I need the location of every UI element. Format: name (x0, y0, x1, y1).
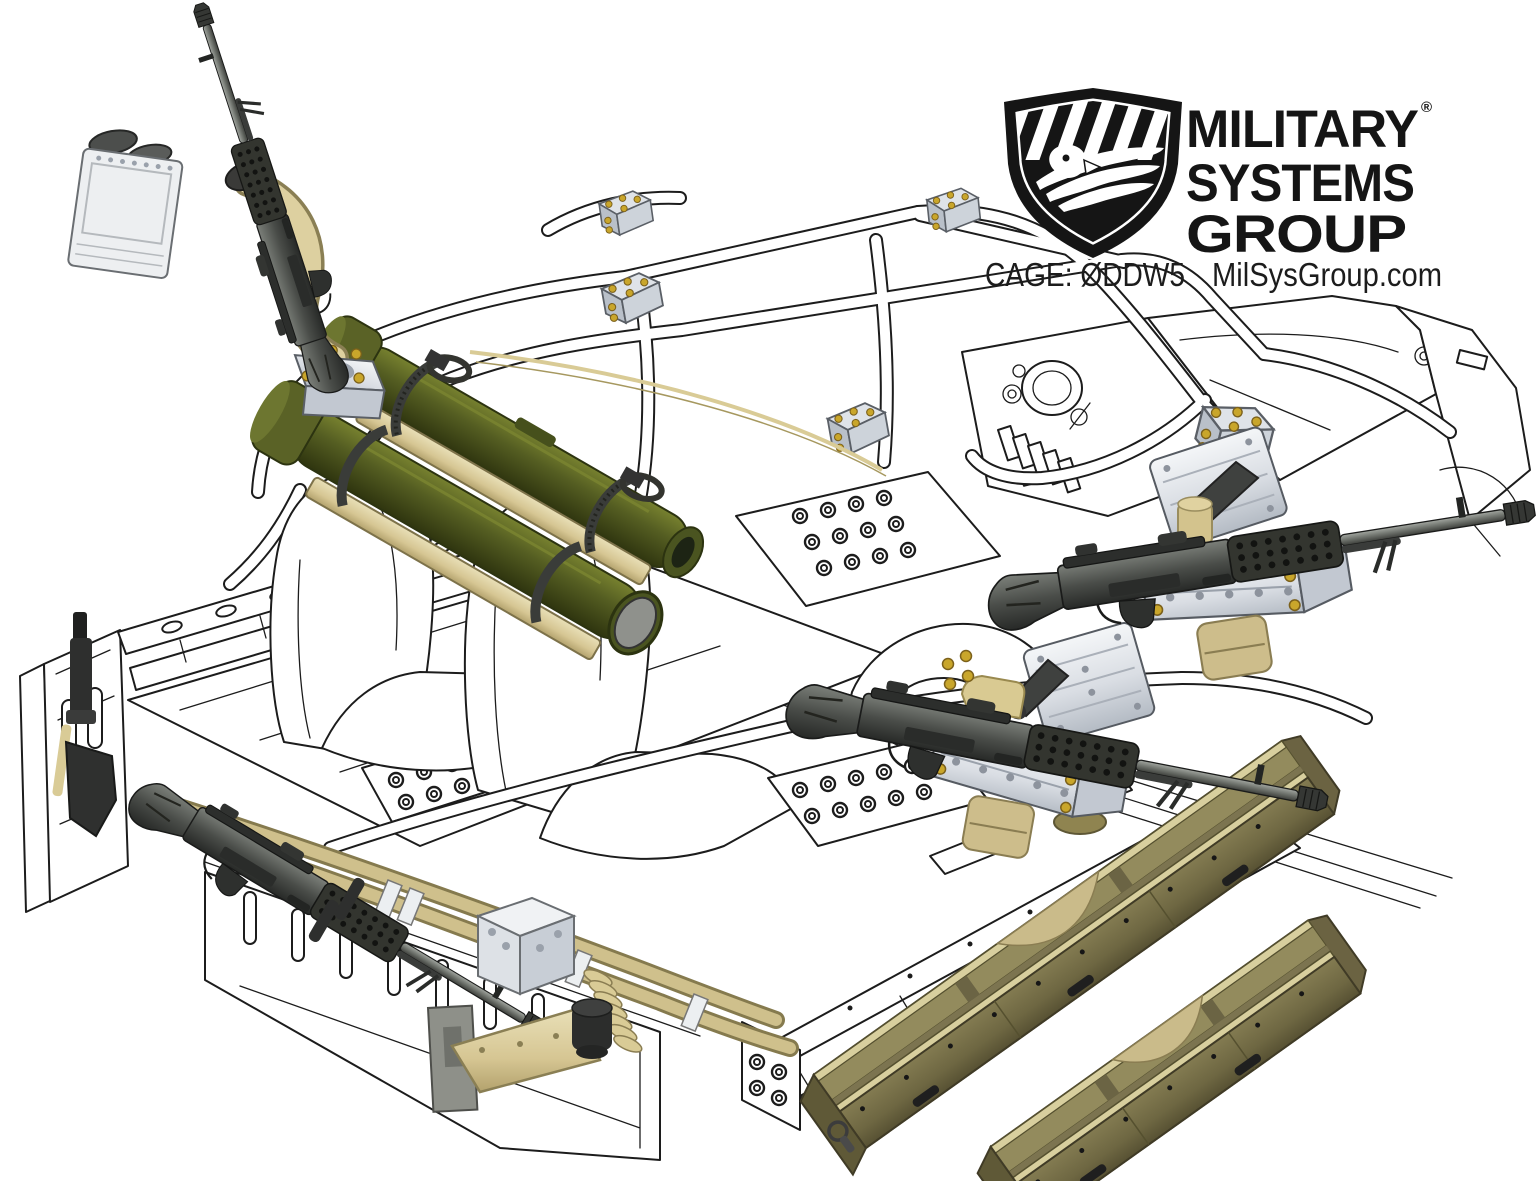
rocket-launcher-rack (250, 315, 705, 661)
storage-tray-short (976, 914, 1367, 1181)
eagle-shield-icon (1004, 88, 1182, 258)
logo-line-2: SYSTEMS (1186, 154, 1414, 213)
gate-bracket (52, 724, 118, 838)
silver-cube-bracket (475, 896, 577, 996)
pedestal-machine-gun (779, 622, 1334, 876)
logo-line-3: GROUP (1186, 205, 1406, 264)
logo-line-1: MILITARY (1186, 100, 1419, 159)
front-fender (1395, 305, 1531, 557)
ammo-can-bracket (67, 129, 184, 279)
antenna-mast (66, 612, 96, 724)
logo-wordmark: MILITARY ® SYSTEMS GROUP (1186, 99, 1433, 264)
bed-stowed-machine-gun (52, 724, 799, 1113)
steering-wheel (1021, 360, 1083, 416)
brand-logo: MILITARY ® SYSTEMS GROUP CAGE: ØDDW5 Mil… (985, 88, 1442, 293)
sling-strap (469, 350, 887, 477)
swing-arm-machine-gun (67, 0, 386, 420)
cage-code: CAGE: ØDDW5 (985, 256, 1185, 293)
dash-mounted-machine-gun (981, 394, 1536, 690)
gauge-cluster (1002, 364, 1091, 430)
pivot-cylinder (571, 998, 613, 1059)
grommet-plate-front (735, 471, 1001, 607)
triangle-mount-plate (450, 998, 613, 1094)
website-url: MilSysGroup.com (1212, 256, 1442, 293)
storage-tray-long (799, 734, 1341, 1177)
launcher-tube-lower (250, 380, 664, 661)
registered-mark: ® (1421, 99, 1432, 116)
tube-straps (336, 348, 665, 624)
